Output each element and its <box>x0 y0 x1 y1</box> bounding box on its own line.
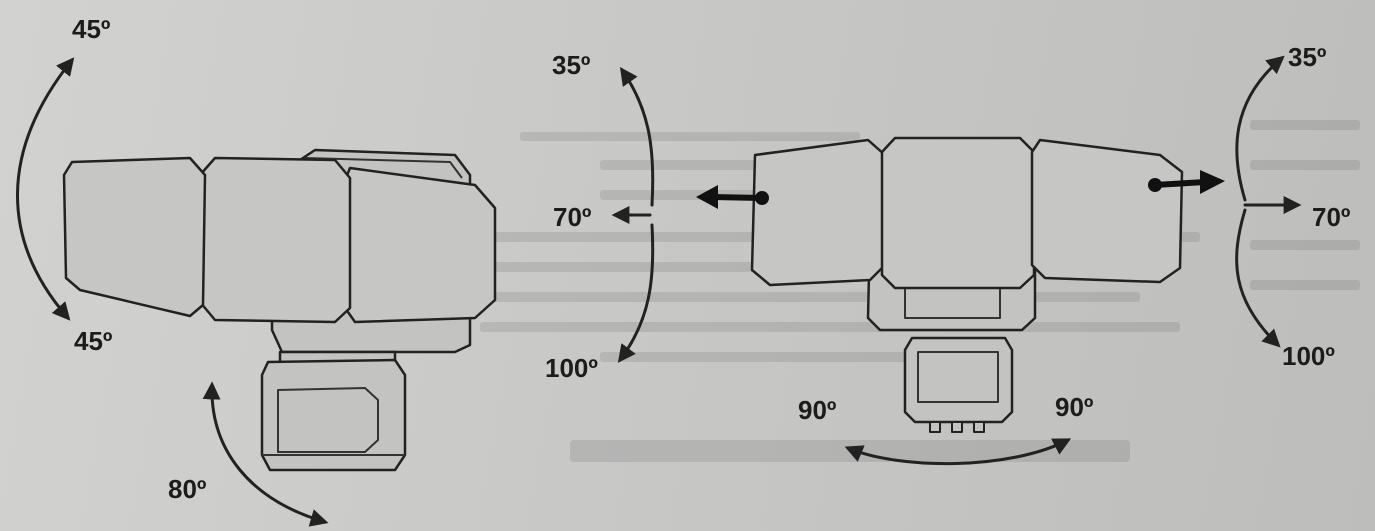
right-motion-sensor <box>903 336 1014 424</box>
center-down-angle: 100º <box>545 353 598 383</box>
left-motion-sensor <box>260 358 407 472</box>
right-sensor-lens <box>917 351 999 403</box>
center-up-angle: 35º <box>552 50 591 80</box>
sensor-left-swivel-angle: 90º <box>798 395 837 425</box>
sensor-right-swivel-angle: 90º <box>1055 392 1094 422</box>
left-tilt-down-angle: 45º <box>74 326 113 356</box>
center-up-arrow <box>619 67 655 207</box>
left-fixture-panel-left <box>62 156 207 318</box>
right-up-arrow <box>1235 55 1285 202</box>
right-down-arrow <box>1235 208 1281 348</box>
left-fixture-panel-right <box>341 166 497 324</box>
left-tilt-arrow <box>16 57 75 321</box>
left-fixture <box>62 148 497 472</box>
panel-left-push-arrow <box>696 185 769 209</box>
left-sensor-rotation-arrow <box>202 381 329 527</box>
right-up-angle: 35º <box>1288 42 1327 72</box>
center-down-arrow <box>617 223 655 363</box>
right-side-angle: 70º <box>1312 202 1351 232</box>
left-tilt-up-angle: 45º <box>72 14 111 44</box>
right-sensor-swivel-arrow <box>844 438 1072 466</box>
left-sensor-rotation-angle: 80º <box>168 474 207 504</box>
right-down-angle: 100º <box>1282 341 1335 371</box>
right-fixture-panel-center <box>880 136 1036 290</box>
right-fixture <box>750 136 1184 433</box>
panel-right-push-arrow <box>1148 170 1225 194</box>
left-fixture-panel-center <box>198 156 352 324</box>
adjustment-arrows <box>16 55 1302 527</box>
right-fixture-panel-left <box>750 138 887 287</box>
right-fixture-panel-right <box>1030 138 1184 284</box>
center-side-angle: 70º <box>553 202 592 232</box>
